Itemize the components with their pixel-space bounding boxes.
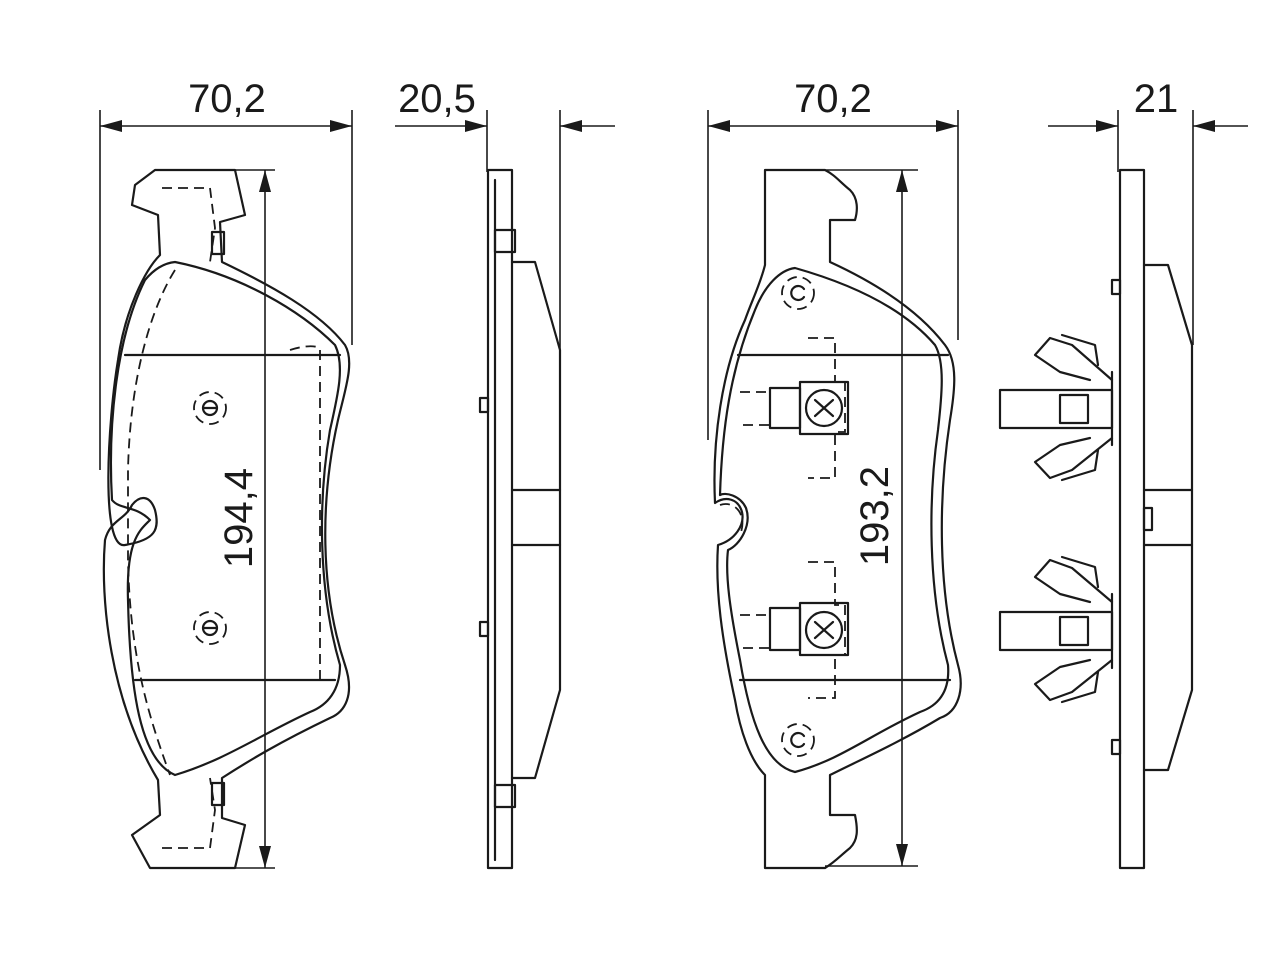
- pad2-clip-assembly-bottom: [740, 561, 850, 699]
- pad1-clip-tab-bottom: [210, 781, 226, 807]
- pad2-clip-assembly-top: [740, 337, 850, 479]
- pad1-length-label: 194,4: [217, 468, 261, 568]
- pad2-length-label: 193,2: [853, 466, 897, 566]
- pad1-backing-plate: [102, 168, 351, 870]
- pad2-thickness-label: 21: [1134, 77, 1179, 121]
- pad1-side-friction-material: [510, 260, 562, 780]
- pad1-width-dimension: 70,2: [99, 77, 353, 470]
- pad1-hidden-lines: [127, 187, 321, 849]
- pad2-side-backing-plate: [1118, 168, 1146, 870]
- pad2-rivet-icon-top: [781, 276, 815, 310]
- pad2-friction-material: [718, 266, 950, 774]
- pad2-backing-plate: [713, 168, 962, 870]
- pad2-length-dimension: 193,2: [825, 169, 918, 867]
- pad2-rivet-icon-bottom: [781, 723, 815, 757]
- pad2-front-view: [713, 168, 962, 870]
- pad2-width-dimension: 70,2: [707, 77, 959, 440]
- pad1-friction-material: [109, 260, 342, 777]
- pad1-thickness-dimension: 20,5: [395, 77, 615, 350]
- pad1-rivet-icon-bottom: [193, 611, 227, 645]
- pad2-width-label: 70,2: [794, 77, 872, 121]
- pad1-width-label: 70,2: [188, 77, 266, 121]
- pad1-front-view: [102, 168, 351, 870]
- pad2-side-friction-material: [1142, 263, 1194, 772]
- pad2-side-spring-clip-top: [998, 333, 1114, 482]
- pad1-rivet-icon-top: [193, 391, 227, 425]
- pad1-clip-tab-top: [210, 230, 226, 256]
- pad1-length-dimension: 194,4: [205, 169, 275, 869]
- pad1-side-backing-plate: [486, 168, 514, 870]
- pad2-thickness-dimension: 21: [1048, 77, 1248, 345]
- pad1-side-view: [478, 168, 562, 870]
- pad2-side-view: [998, 168, 1194, 870]
- pad1-thickness-label: 20,5: [398, 77, 476, 121]
- pad2-side-spring-clip-bottom: [998, 555, 1114, 704]
